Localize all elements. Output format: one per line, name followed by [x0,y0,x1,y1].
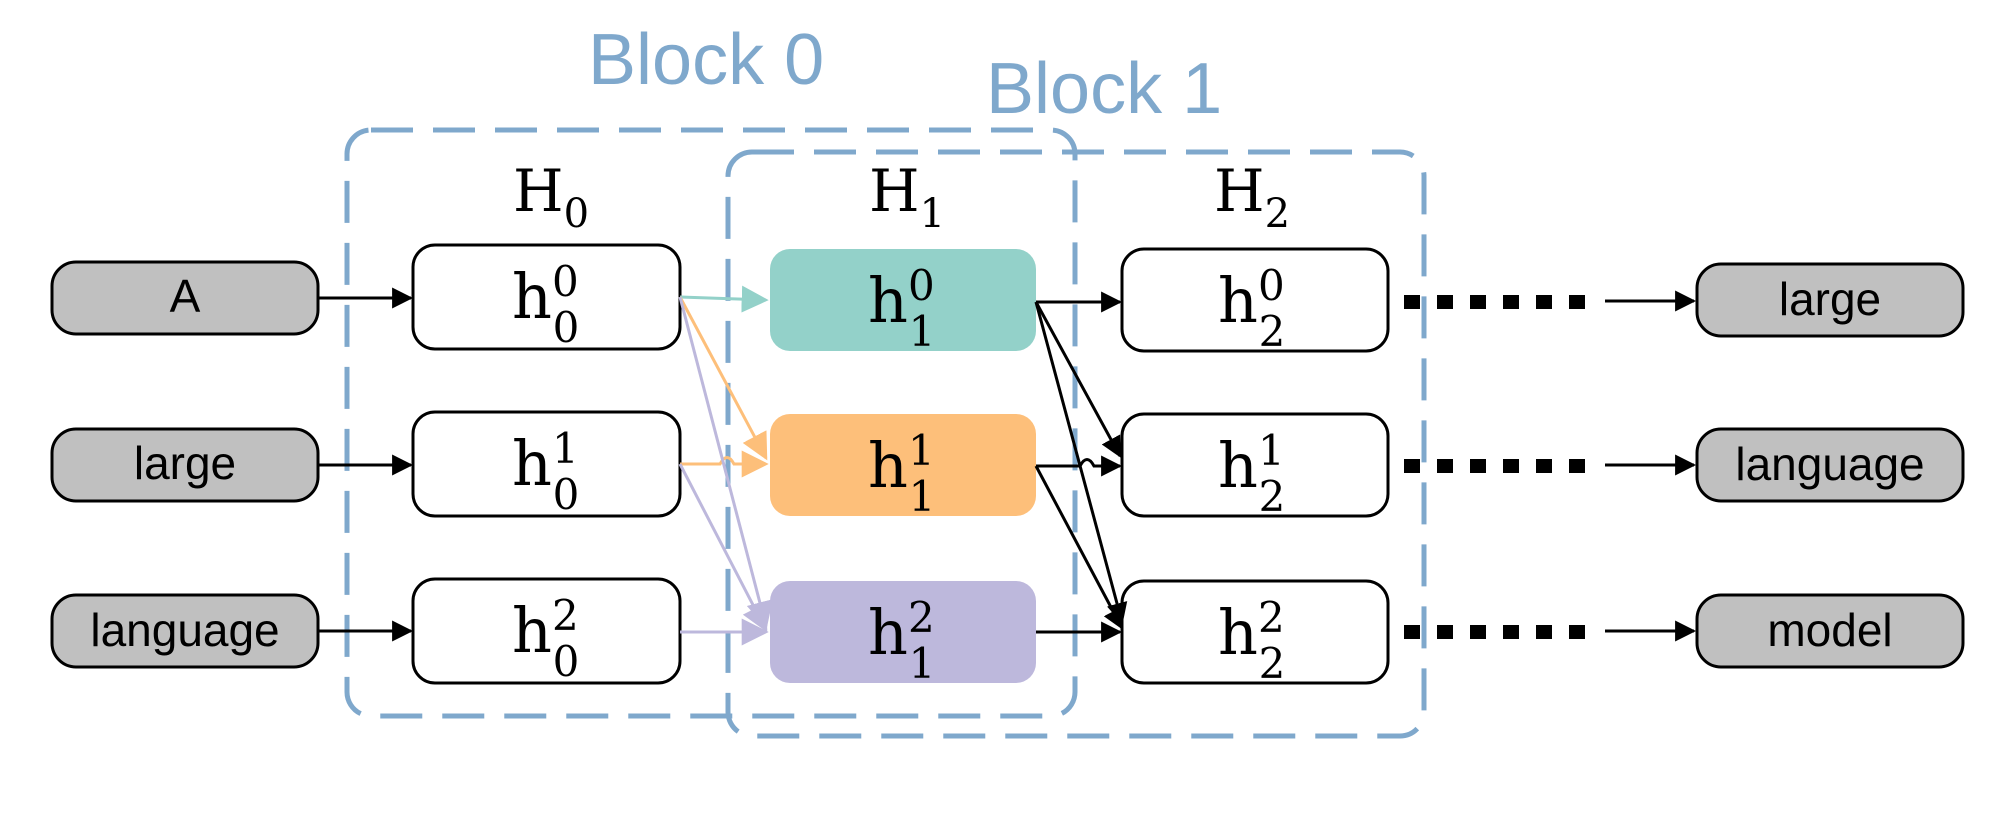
svg-text:h20: h20 [512,591,579,686]
layer-header-H0: H0 [513,157,589,237]
edge-h1-1-h2-1 [1036,455,1123,477]
svg-text:h02: h02 [1218,261,1285,356]
input-token-A: A [50,260,320,336]
edge-purple-h0-1-h1-2 [678,463,768,633]
svg-text:h00: h00 [512,257,579,352]
input-token-language: language [50,593,320,669]
input-token-large: large [50,427,320,503]
svg-text:h22: h22 [1218,593,1285,688]
svg-text:model: model [1767,604,1892,656]
edge-teal-h0-0-h1-0 [679,285,769,313]
edge-h1-0-h2-1 [1034,301,1122,458]
svg-text:language: language [1735,438,1924,490]
svg-text:h10: h10 [512,424,579,519]
edge-orange-h0-0-h1-1 [678,296,768,461]
layer-header-H1: H1 [869,157,945,237]
edge-purple-h0-0-h1-2 [678,296,773,629]
output-token-large: large [1695,262,1965,338]
svg-text:h11: h11 [868,426,935,521]
layer-header-H2: H2 [1214,157,1290,237]
svg-text:large: large [134,437,236,489]
block-0-title: Block 0 [588,20,824,100]
svg-text:H1: H1 [869,157,945,237]
svg-text:H0: H0 [513,157,589,237]
edge-orange-h0-1-h1-1 [680,450,769,478]
svg-text:language: language [90,604,279,656]
block-1-outline [725,149,1427,739]
edge-h1-1-h2-2 [1034,465,1124,630]
block-0-outline [344,127,1078,719]
output-token-language: language [1695,427,1965,503]
svg-text:h21: h21 [868,593,935,688]
svg-text:large: large [1779,273,1881,325]
output-token-model: model [1695,593,1965,669]
svg-text:A: A [170,270,201,322]
edge-h1-0-h2-2 [1034,301,1128,625]
svg-text:h01: h01 [868,261,935,356]
svg-text:H2: H2 [1214,157,1290,237]
block-1-title: Block 1 [986,49,1222,129]
svg-text:h12: h12 [1218,426,1285,521]
